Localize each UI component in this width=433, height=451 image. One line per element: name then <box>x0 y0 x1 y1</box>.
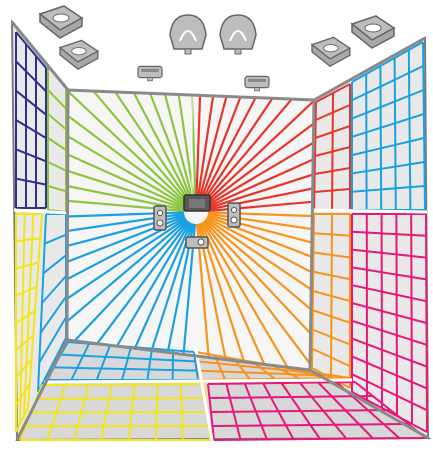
ceiling-speaker-icon <box>38 5 84 39</box>
ray-line <box>197 223 241 370</box>
ceiling-devices <box>38 5 396 92</box>
right-wall-bottom-inner-grid <box>311 213 351 389</box>
ray-line <box>206 215 314 293</box>
right-speaker-icon <box>227 202 241 228</box>
ray-line <box>67 211 185 221</box>
ceiling-speaker-icon <box>137 65 163 82</box>
radiating-lines <box>67 90 314 370</box>
ray-line <box>175 223 197 370</box>
ceiling-speaker-icon <box>169 14 207 55</box>
ray-line <box>67 191 185 213</box>
ray-line <box>204 90 314 206</box>
ray-line <box>67 213 185 270</box>
ray-line <box>204 218 314 356</box>
ceiling-speaker-icon <box>244 75 270 92</box>
ray-line <box>67 90 189 205</box>
ray-line <box>202 220 314 370</box>
ray-line <box>151 223 195 370</box>
ray-line <box>206 216 314 315</box>
ray-line <box>67 215 186 293</box>
ray-line <box>205 217 314 336</box>
ray-line <box>115 90 193 202</box>
right-wall-divider <box>311 208 428 214</box>
ray-line <box>67 167 185 211</box>
ceiling-speaker-icon <box>58 39 100 71</box>
subwoofer-icon <box>185 236 209 249</box>
ray-line <box>207 143 314 210</box>
ray-line <box>206 120 314 209</box>
room-frame <box>10 21 429 441</box>
ceiling-speaker-icon <box>219 14 257 55</box>
ray-line <box>67 212 185 246</box>
ray-line <box>93 90 192 202</box>
ray-line <box>201 221 309 370</box>
ray-line <box>200 90 299 202</box>
ray-line <box>201 90 314 203</box>
ray-line <box>205 99 314 207</box>
ray-line <box>162 90 196 201</box>
left-wall-top-grid <box>15 31 47 209</box>
left-wall-divider <box>13 208 69 215</box>
left-wall-bottom-grid <box>15 213 43 433</box>
ray-line <box>195 223 217 370</box>
floor-divider-h <box>43 378 353 384</box>
ray-line <box>72 90 191 203</box>
ray-line <box>67 218 188 356</box>
ray-line <box>67 90 188 206</box>
ray-line <box>207 213 314 270</box>
left-speaker-icon <box>153 205 167 231</box>
ray-line <box>67 120 186 209</box>
ray-line <box>199 90 277 202</box>
center-devices <box>153 194 241 249</box>
ray-line <box>67 99 187 207</box>
ray-line <box>199 222 288 370</box>
ray-line <box>203 90 314 205</box>
right-wall-top-grid <box>351 41 426 211</box>
ray-line <box>198 223 265 370</box>
ray-line <box>197 90 254 201</box>
ceiling-speaker-icon <box>310 36 352 68</box>
ceiling-speaker-icon <box>350 15 396 49</box>
ray-line <box>67 216 186 315</box>
ray-line <box>203 219 314 370</box>
ray-line <box>83 221 191 370</box>
ray-line <box>127 223 194 370</box>
floor-front-left-grid <box>19 383 211 441</box>
ray-line <box>67 90 190 204</box>
right-wall-bottom-grid <box>351 213 428 433</box>
ray-line <box>138 90 195 201</box>
floor-divider-v <box>193 344 214 441</box>
ray-line <box>67 217 187 336</box>
ray-line <box>104 222 193 370</box>
ray-line <box>202 90 314 204</box>
wall-grids <box>15 31 428 441</box>
ray-line <box>207 167 314 211</box>
ray-line <box>67 143 185 210</box>
quadrant-dividers <box>13 92 428 441</box>
center-speaker-icon <box>183 194 211 212</box>
